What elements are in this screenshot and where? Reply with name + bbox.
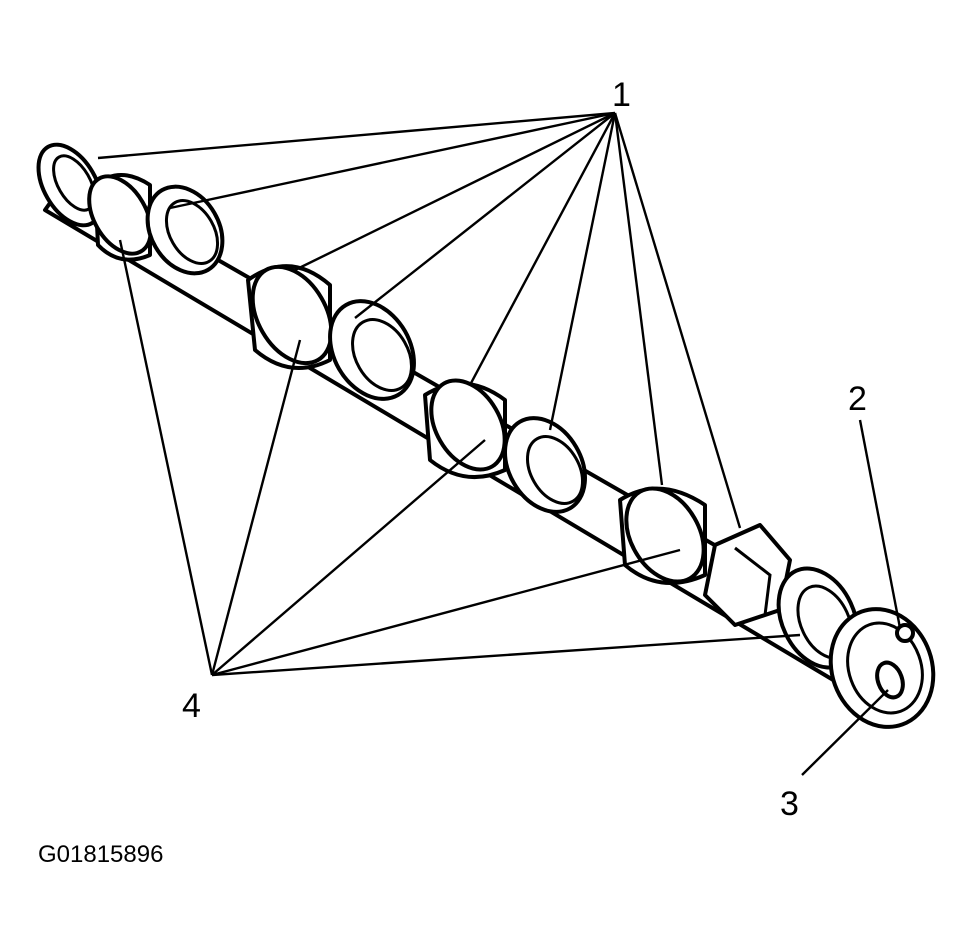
dowel-pin: [895, 623, 915, 643]
callout-1-label: 1: [612, 76, 631, 114]
callout-1-leaders: [97, 111, 742, 529]
callout-4-label: 4: [182, 687, 201, 725]
figure-id: G01815896: [38, 841, 163, 868]
camshaft-front-end: [828, 607, 936, 729]
callout-2-label: 2: [848, 380, 867, 418]
camshaft: [36, 142, 936, 729]
camshaft-rear-end: [36, 142, 104, 228]
camshaft-lobe-2: [246, 264, 334, 370]
camshaft-lobe-1: [87, 173, 153, 262]
callout-3-leader: [801, 689, 889, 776]
camshaft-hex: [703, 523, 792, 627]
callout-3-label: 3: [780, 785, 799, 823]
callout-4-leaders: [118, 239, 801, 677]
camshaft-journal-3: [503, 416, 587, 514]
camshaft-journal-2: [328, 299, 416, 401]
camshaft-lobe-3: [423, 378, 507, 480]
camshaft-journal-1: [145, 184, 225, 276]
center-bolt-hole: [875, 660, 905, 700]
callout-2-leader: [858, 419, 902, 629]
